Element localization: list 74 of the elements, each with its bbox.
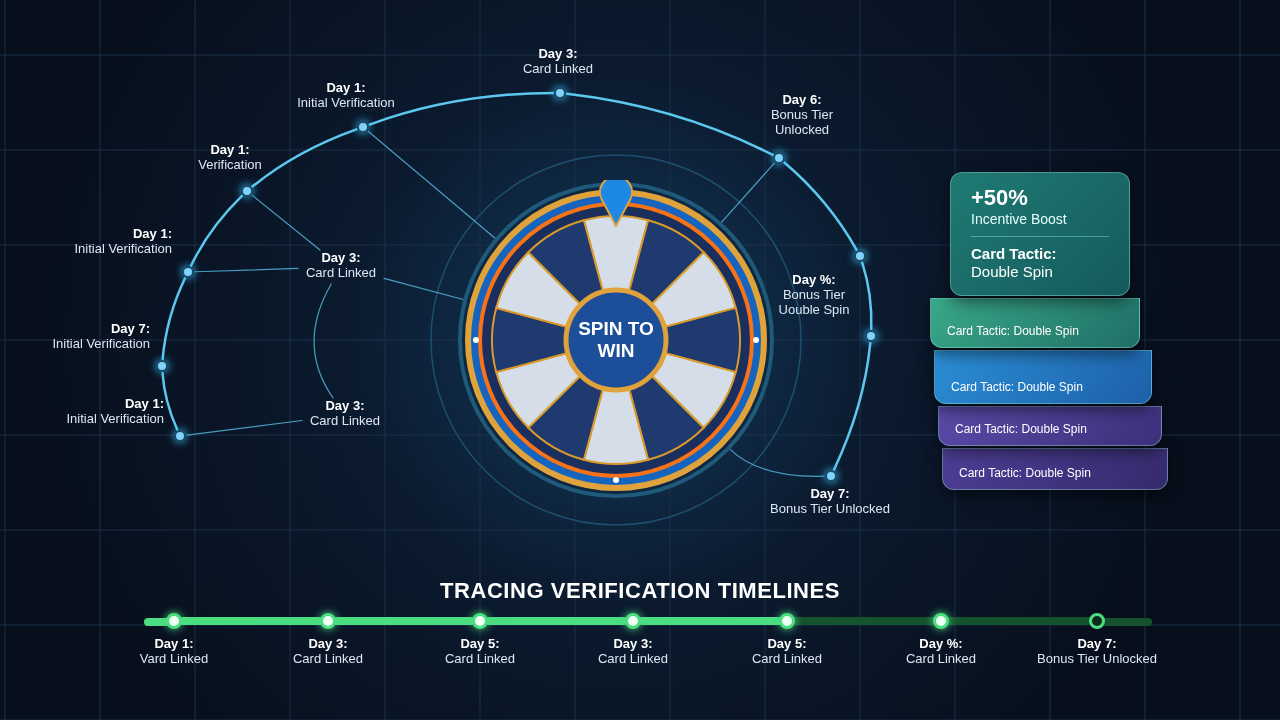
day-label: Day %: (918, 636, 964, 651)
reward-card (938, 406, 1162, 446)
connector-line (832, 341, 872, 471)
milestone-label: Bonus Tier Unlocked (769, 501, 891, 516)
boost-value: +50% (971, 185, 1029, 211)
card-heading: Card Tactic: (971, 245, 1058, 263)
boost-caption: Incentive Boost (971, 211, 1068, 228)
connector-line (720, 162, 775, 223)
card-text: Double Spin (971, 263, 1054, 281)
day-label: Day 3: (612, 636, 654, 651)
day-label: Day 7: (1076, 636, 1118, 651)
connector-line (161, 371, 179, 431)
connector-line (313, 283, 334, 399)
milestone-label: Initial Verification (73, 241, 172, 256)
day-label: Day 6: (781, 92, 823, 107)
milestone-label: Card Linked (750, 651, 824, 666)
connector-line (860, 261, 873, 331)
day-label: Day 3: (537, 46, 579, 61)
connector-line (729, 448, 825, 477)
timeline-segment (333, 617, 475, 625)
connector-line (367, 130, 496, 239)
day-label: Day 1: (123, 396, 164, 411)
day-label: Day %: (791, 272, 837, 287)
milestone-label: Card Linked (309, 413, 381, 428)
milestone-label: Card Linked (443, 651, 517, 666)
timeline-segment (485, 617, 628, 625)
timeline-segment (792, 617, 936, 625)
card-text: Card Tactic: Double Spin (947, 324, 1080, 339)
connector-line (251, 128, 358, 188)
day-label: Day 7: (109, 321, 150, 336)
reward-card (930, 298, 1140, 348)
day-label: Day 3: (325, 398, 365, 413)
milestone-label: Initial Verification (296, 95, 396, 110)
day-label: Day 1: (325, 80, 367, 95)
connector-line (161, 277, 187, 361)
day-label: Day 5: (459, 636, 501, 651)
milestone-label: Initial Verification (65, 411, 164, 426)
milestone-label: Bonus Tier Unlocked (769, 107, 835, 137)
milestone-label: Bonus Tier Uouble Spin (777, 287, 851, 317)
day-label: Day 7: (809, 486, 851, 501)
milestone-label: Card Linked (291, 651, 365, 666)
connector-line (186, 419, 303, 436)
connector-line (189, 194, 244, 267)
reward-card (942, 448, 1168, 490)
connector-line (783, 161, 858, 252)
reward-card (950, 172, 1130, 296)
connector-line (251, 194, 321, 251)
timeline-title: TRACING VERIFICATION TIMELINES (440, 577, 840, 605)
wheel-label: SPIN TO WIN (577, 318, 655, 362)
day-label: Day 1: (131, 226, 172, 241)
timeline-segment (946, 617, 1092, 625)
reward-card (934, 350, 1152, 404)
card-text: Card Tactic: Double Spin (959, 466, 1092, 481)
milestone-label: Card Linked (305, 265, 377, 280)
day-label: Day 1: (153, 636, 195, 651)
card-text: Card Tactic: Double Spin (951, 380, 1084, 395)
day-label: Day 3: (321, 250, 361, 265)
milestone-label: Bonus Tier Unlocked (1036, 651, 1158, 666)
milestone-label: Verification (197, 157, 263, 172)
milestone-label: Vard Linked (138, 651, 210, 666)
day-label: Day 3: (307, 636, 349, 651)
milestone-label: Initial Verification (51, 336, 150, 351)
connector-line (383, 277, 464, 301)
connector-line (194, 267, 299, 273)
milestone-label: Card Linked (521, 61, 595, 76)
day-label: Day 5: (766, 636, 808, 651)
milestone-label: Card Linked (904, 651, 978, 666)
timeline-segment (179, 617, 323, 625)
connector-line (368, 91, 555, 126)
card-text: Card Tactic: Double Spin (955, 422, 1088, 437)
timeline-segment (638, 617, 782, 625)
day-label: Day 1: (209, 142, 251, 157)
connector-line (565, 92, 774, 157)
milestone-label: Card Linked (596, 651, 670, 666)
